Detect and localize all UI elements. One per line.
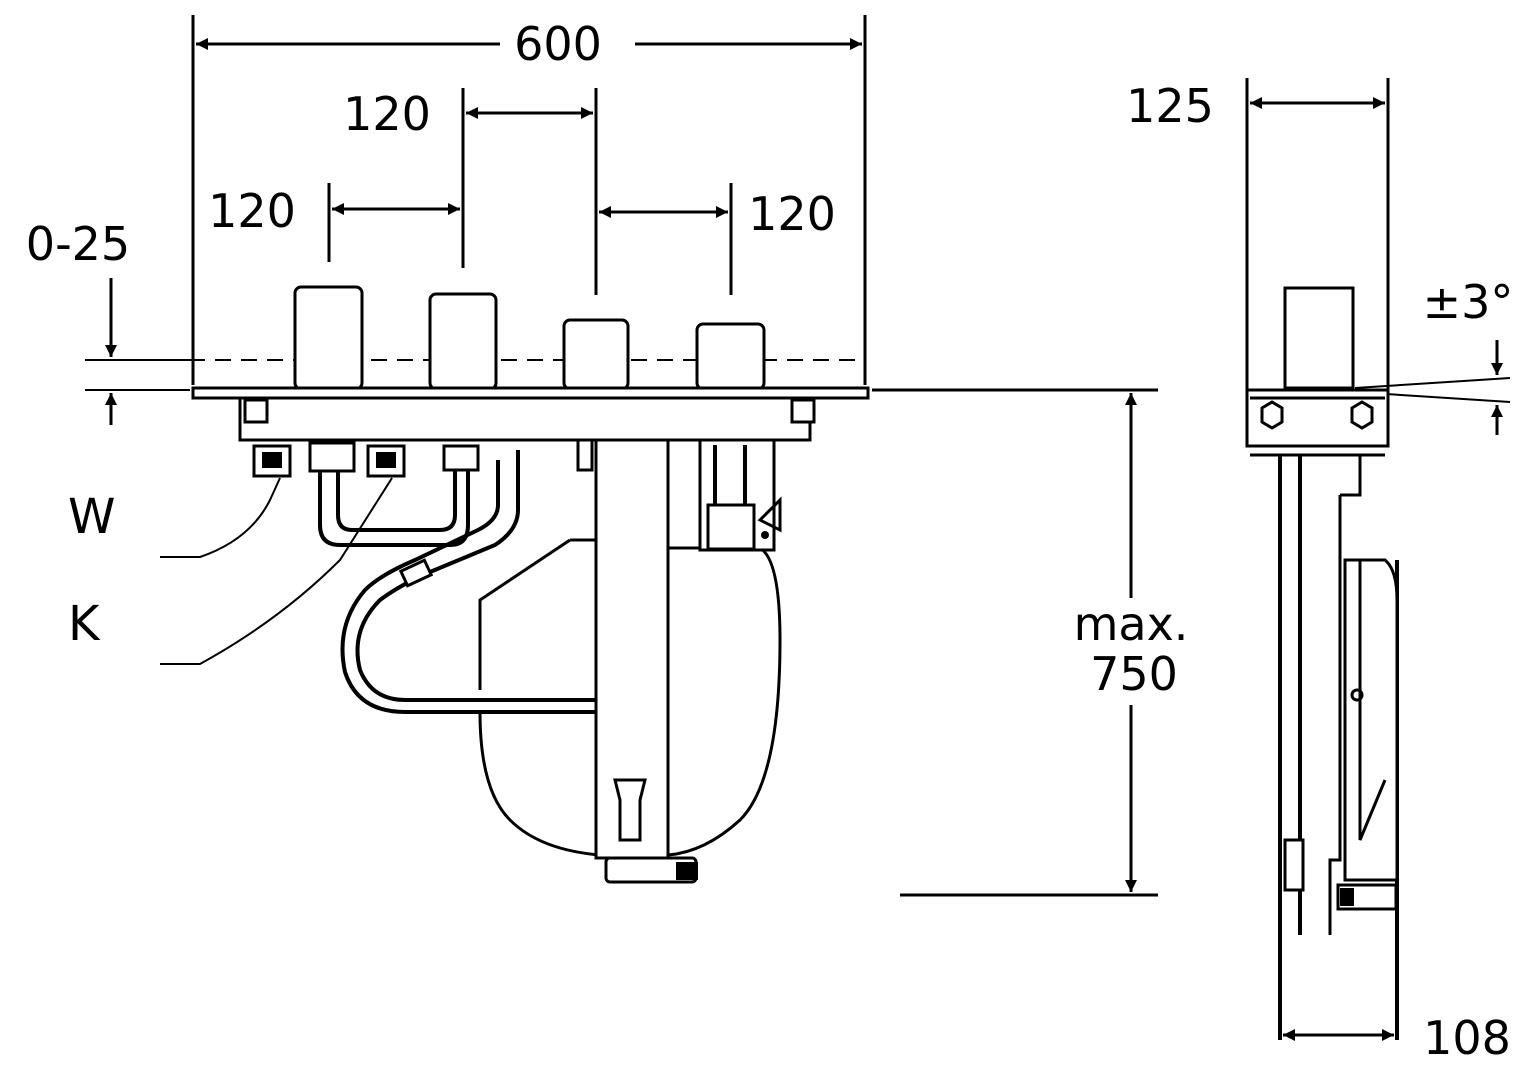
- dim-text-120-left: 120: [208, 184, 296, 238]
- mounting-bar: [238, 396, 812, 442]
- dim-text-120-middle: 120: [343, 87, 431, 141]
- connector-mid: [308, 441, 356, 473]
- dimension-125: 125: [1126, 78, 1390, 390]
- side-rail-top: [1340, 455, 1362, 497]
- pipe-supply-outer: [355, 450, 600, 702]
- dimension-750: max. 750: [872, 388, 1189, 897]
- front-view-assembly: [191, 285, 870, 884]
- pipe-coupling: [398, 558, 434, 588]
- handle-4: [695, 322, 766, 391]
- side-rail: [1328, 495, 1342, 935]
- foot-knob: [676, 862, 698, 880]
- pipe-loop-inner-2: [336, 470, 457, 532]
- handle-3: [562, 318, 630, 391]
- connector-4: [442, 444, 480, 472]
- side-handle: [1283, 286, 1355, 390]
- dimension-600: 600: [191, 15, 867, 385]
- dim-text-0-25: 0-25: [26, 217, 130, 271]
- dimension-120-right: 120: [599, 183, 836, 295]
- pipe-supply-inner: [340, 460, 600, 714]
- body-bowl-right: [667, 546, 782, 857]
- label-k: K: [68, 477, 393, 665]
- tilt-line: [1354, 377, 1511, 389]
- dim-text-108: 108: [1423, 1011, 1511, 1065]
- side-lever: [1283, 838, 1305, 892]
- small-valve: [576, 438, 594, 472]
- dim-text-tilt: ±3°: [1423, 275, 1514, 329]
- column-lever: [613, 778, 647, 842]
- mount-stud-left: [243, 398, 269, 424]
- leader-w: [160, 477, 281, 558]
- label-w-text: W: [68, 489, 115, 545]
- side-view-assembly: [1245, 286, 1399, 1040]
- valve-bracket: [757, 496, 782, 533]
- dimension-120-middle: 120: [343, 87, 598, 295]
- valve-cap: [706, 503, 756, 551]
- hex-nut-left: [1260, 400, 1284, 430]
- mount-stud-right: [790, 398, 816, 424]
- dim-text-750: 750: [1090, 647, 1178, 701]
- handle-1: [293, 285, 364, 391]
- label-w: W: [68, 477, 281, 558]
- hex-nut-right: [1350, 400, 1374, 430]
- handle-2: [428, 292, 498, 391]
- connector-detail: [262, 452, 282, 468]
- leader-k: [160, 477, 393, 665]
- side-tank-detail: [1358, 560, 1387, 841]
- dim-text-125: 125: [1126, 79, 1214, 133]
- side-foot-knob: [1340, 888, 1354, 906]
- central-column: [594, 438, 670, 860]
- dim-text-120-right: 120: [748, 187, 836, 241]
- dimension-120-left: 120: [208, 183, 460, 262]
- body-bowl-left: [478, 711, 601, 857]
- side-tank-pin: [1350, 688, 1364, 702]
- pipe-loop-inner: [318, 470, 470, 547]
- label-k-text: K: [68, 596, 101, 652]
- dim-text-600: 600: [514, 17, 602, 71]
- dim-text-max: max.: [1074, 597, 1189, 651]
- dimension-108: 108: [1283, 1011, 1511, 1065]
- valve-pin: [761, 531, 769, 539]
- connector-detail: [376, 452, 396, 468]
- body-upper-edge: [478, 538, 571, 690]
- side-tank: [1343, 558, 1399, 882]
- dimension-0-25: 0-25: [26, 217, 190, 425]
